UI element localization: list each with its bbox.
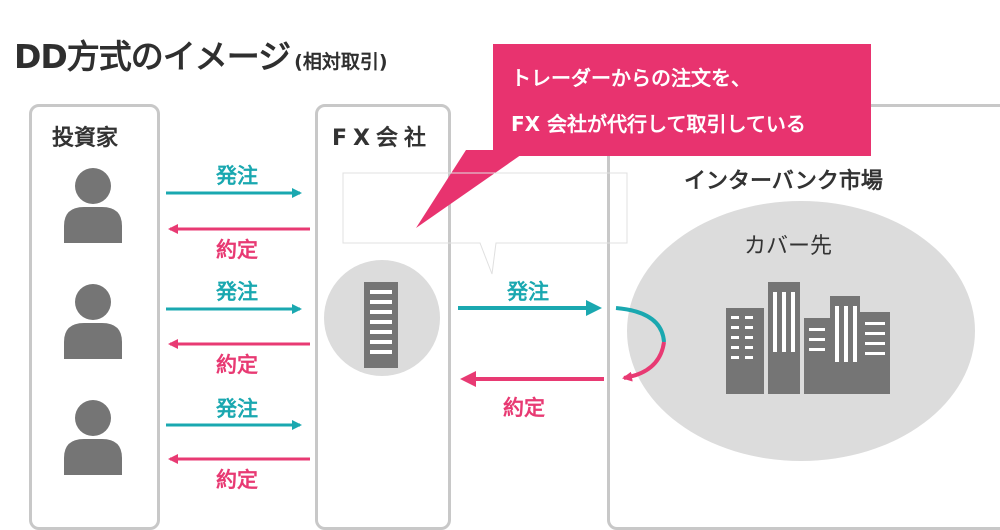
callout-box: トレーダーからの注文を、 FX 会社が代行して取引している [493, 44, 871, 156]
curved-arrow-top [615, 306, 666, 343]
callout-pointer [416, 150, 528, 228]
title-main: DD方式のイメージ [14, 37, 291, 76]
investor-title: 投資家 [52, 126, 119, 151]
cover-provider-ellipse [627, 201, 975, 461]
city-buildings-icon [726, 282, 890, 394]
order-label: 発注 [216, 280, 258, 304]
callout-line-1: トレーダーからの注文を、 [511, 66, 751, 90]
speech-bubble-icon [342, 172, 628, 275]
order-label: 発注 [507, 280, 549, 304]
order-label: 発注 [216, 397, 258, 421]
curved-arrow-bottom [622, 341, 666, 382]
contract-label: 約定 [216, 468, 258, 492]
order-label: 発注 [216, 164, 258, 188]
diagram-title: DD方式のイメージ(相対取引) [14, 30, 388, 78]
callout-line-2: FX 会社が代行して取引している [511, 112, 806, 136]
person-icon [64, 400, 122, 475]
contract-label: 約定 [503, 396, 545, 420]
contract-label: 約定 [216, 353, 258, 377]
contract-label: 約定 [216, 238, 258, 262]
fx-company-title: FX会社 [332, 126, 432, 151]
interbank-title: インターバンク市場 [684, 169, 883, 194]
person-icon [64, 284, 122, 359]
cover-provider-label: カバー先 [744, 234, 833, 259]
person-icon [64, 168, 122, 243]
office-building-icon [324, 260, 440, 376]
title-sub: (相対取引) [294, 51, 388, 73]
diagram-graphics [64, 150, 975, 475]
